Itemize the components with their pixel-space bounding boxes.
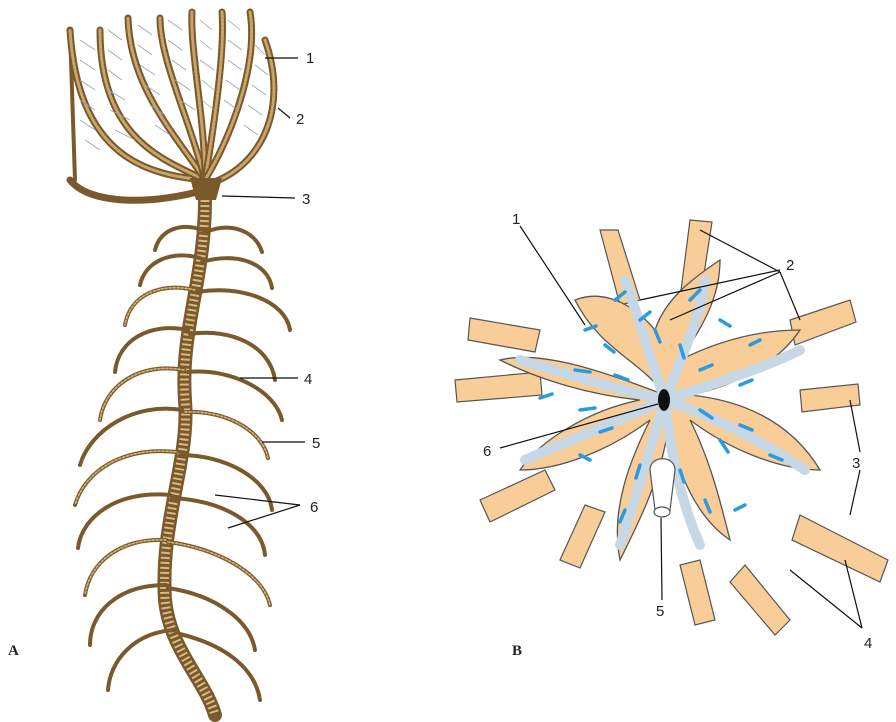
panel-b-oral-disc-drawing: 1 2 3 4 5 6 B [455, 211, 888, 659]
crown-arms [70, 12, 274, 200]
label-a-2: 2 [296, 111, 304, 128]
label-a-4: 4 [304, 371, 312, 388]
label-a-3: 3 [302, 191, 310, 208]
label-b-6: 6 [483, 443, 491, 460]
label-b-2: 2 [786, 257, 794, 274]
label-b-1: 1 [512, 211, 520, 228]
panel-a-label: A [8, 643, 19, 659]
label-b-5: 5 [656, 603, 664, 620]
label-b-4: 4 [864, 635, 872, 652]
label-b-3: 3 [852, 455, 860, 472]
panel-a-crinoid-drawing: 1 2 3 4 5 6 A [8, 12, 320, 715]
anal-cone [650, 459, 675, 510]
label-a-6: 6 [310, 499, 318, 516]
label-a-5: 5 [312, 435, 320, 452]
panel-b-label: B [512, 643, 522, 659]
mouth [658, 389, 670, 411]
label-a-1: 1 [306, 50, 314, 67]
